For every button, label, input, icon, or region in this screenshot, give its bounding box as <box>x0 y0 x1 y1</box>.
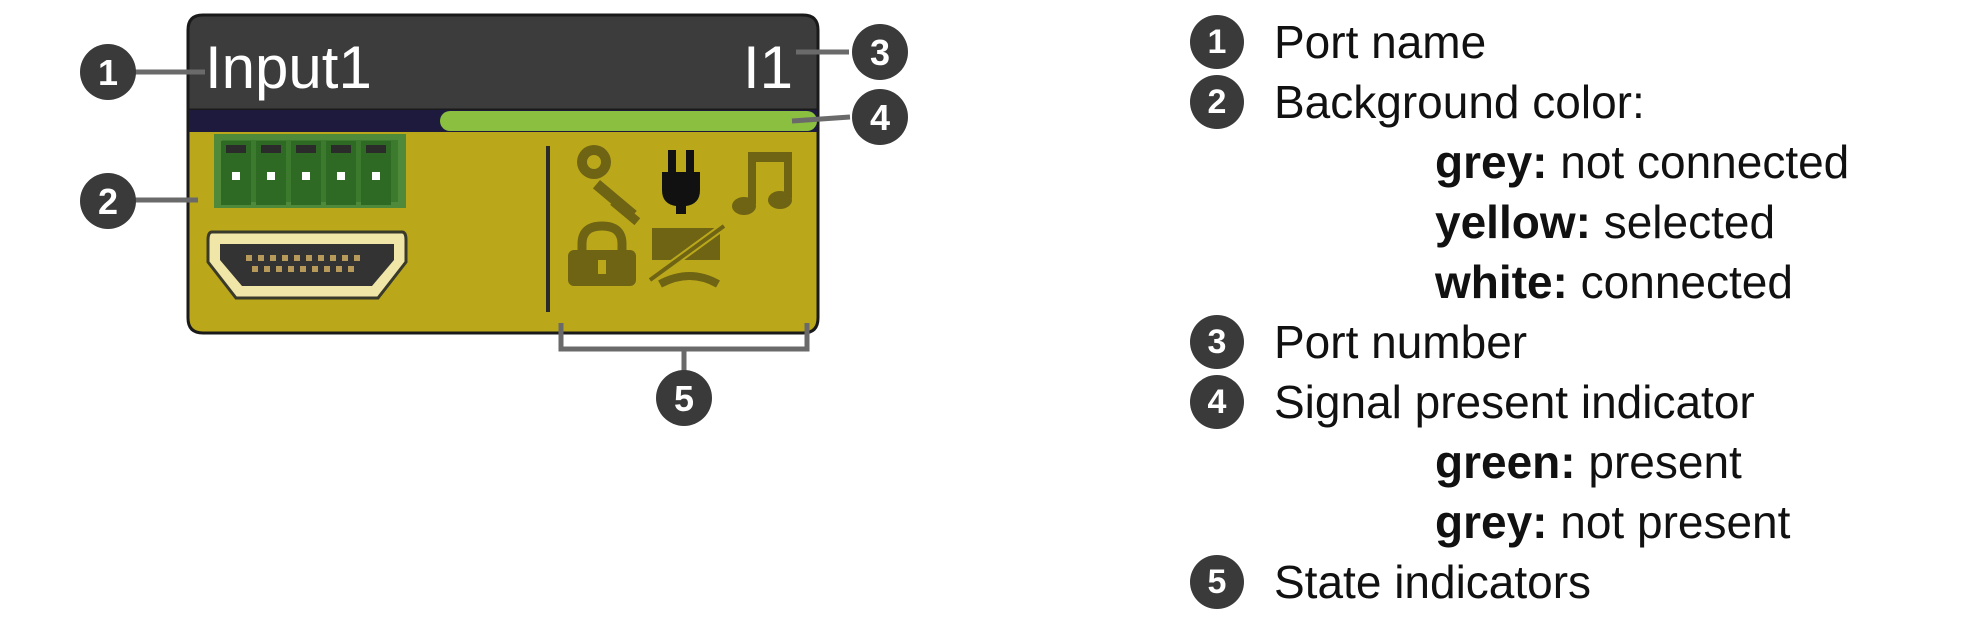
legend-subitem: grey: not connected <box>1190 132 1849 192</box>
legend-subitem-key: grey: <box>1435 136 1548 188</box>
hdmi-connector-icon <box>206 230 408 300</box>
power-plug-icon <box>662 150 700 214</box>
callout-1: 1 <box>80 44 136 100</box>
callout-leaders <box>134 49 851 203</box>
legend: 1 Port name 2 Background color: grey: no… <box>1190 12 1849 612</box>
callout-4: 4 <box>852 89 908 145</box>
svg-text:3: 3 <box>870 32 890 73</box>
svg-text:4: 4 <box>870 97 890 138</box>
key-icon <box>577 145 641 226</box>
legend-subitem: green: present <box>1190 432 1849 492</box>
legend-label: Port number <box>1274 316 1528 368</box>
legend-label: Background color: <box>1274 76 1645 128</box>
legend-item-signal-indicator: 4 Signal present indicator <box>1190 372 1849 432</box>
svg-text:1: 1 <box>98 52 118 93</box>
legend-subitem-value: not present <box>1547 496 1791 548</box>
video-off-icon <box>647 222 727 288</box>
port-tile-diagram: Input1 I1 <box>80 13 908 426</box>
legend-subitem-value: not connected <box>1547 136 1850 188</box>
legend-subitem-value: selected <box>1590 196 1776 248</box>
legend-label: Port name <box>1274 16 1487 68</box>
legend-subitem: white: connected <box>1190 252 1849 312</box>
legend-label: Signal present indicator <box>1274 376 1755 428</box>
legend-subitem: grey: not present <box>1190 492 1849 552</box>
legend-badge: 5 <box>1190 555 1244 609</box>
legend-subitem-key: yellow: <box>1435 196 1591 248</box>
port-tile[interactable]: Input1 I1 <box>186 13 820 335</box>
lock-icon <box>568 221 636 286</box>
legend-subitem-value: present <box>1575 436 1742 488</box>
legend-item-state-indicators: 5 State indicators <box>1190 552 1849 612</box>
legend-badge: 4 <box>1190 375 1244 429</box>
legend-badge: 1 <box>1190 15 1244 69</box>
legend-subitem-value: connected <box>1567 256 1793 308</box>
tile-header <box>186 13 820 112</box>
legend-subitem-key: green: <box>1435 436 1576 488</box>
legend-item-port-number: 3 Port number <box>1190 312 1849 372</box>
signal-present-indicator <box>440 111 817 131</box>
legend-item-background-color: 2 Background color: <box>1190 72 1849 132</box>
port-number: I1 <box>743 34 793 101</box>
legend-subitem-key: white: <box>1435 256 1568 308</box>
legend-subitem: yellow: selected <box>1190 192 1849 252</box>
legend-badge: 2 <box>1190 75 1244 129</box>
callout-3: 3 <box>852 24 908 80</box>
state-indicators-bracket <box>558 323 810 372</box>
legend-subitem-key: grey: <box>1435 496 1548 548</box>
svg-text:2: 2 <box>98 181 118 222</box>
callout-2: 2 <box>80 173 136 229</box>
port-name: Input1 <box>205 34 372 101</box>
phoenix-connector-icon <box>214 134 406 208</box>
svg-text:5: 5 <box>674 378 694 419</box>
legend-label: State indicators <box>1274 556 1592 608</box>
legend-badge: 3 <box>1190 315 1244 369</box>
legend-item-port-name: 1 Port name <box>1190 12 1849 72</box>
music-note-icon <box>732 152 792 215</box>
callout-5: 5 <box>656 370 712 426</box>
